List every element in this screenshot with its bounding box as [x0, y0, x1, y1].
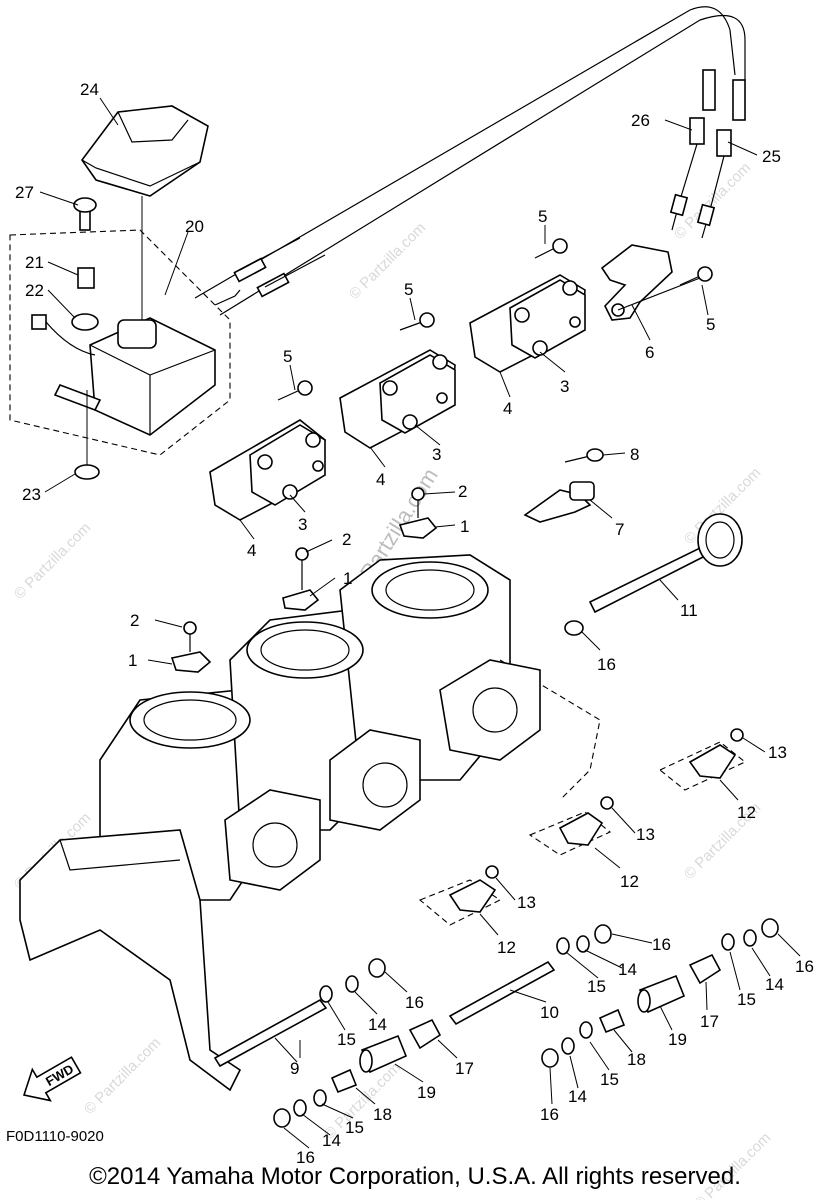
callout-5a: 5 — [538, 207, 547, 226]
callout-10: 10 — [540, 1003, 559, 1022]
callout-14c: 14 — [368, 1015, 387, 1034]
callout-3a: 3 — [560, 377, 569, 396]
callout-2b: 2 — [342, 530, 351, 549]
callout-16f: 16 — [296, 1148, 315, 1167]
callout-16b: 16 — [652, 935, 671, 954]
callout-23: 23 — [22, 485, 41, 504]
callout-4b: 4 — [376, 470, 385, 489]
callout-20: 20 — [185, 217, 204, 236]
watermark: © Partzilla.com — [346, 219, 429, 302]
watermark: © Partzilla.com — [81, 1034, 164, 1117]
callout-16a: 16 — [597, 655, 616, 674]
callout-22: 22 — [25, 281, 44, 300]
callout-19b: 19 — [417, 1083, 436, 1102]
callout-16e: 16 — [540, 1105, 559, 1124]
callout-17a: 17 — [700, 1012, 719, 1031]
throttle-cables — [194, 6, 746, 316]
callout-16d: 16 — [405, 993, 424, 1012]
callout-14d: 14 — [568, 1087, 587, 1106]
callout-5c: 5 — [283, 347, 292, 366]
callout-18b: 18 — [373, 1105, 392, 1124]
diagram-code: F0D1110-9020 — [6, 1128, 104, 1145]
callout-15a: 15 — [587, 977, 606, 996]
relay-assembly — [9, 197, 231, 480]
callout-4a: 4 — [503, 399, 512, 418]
callout-14a: 14 — [618, 960, 637, 979]
screws — [277, 238, 713, 463]
callout-3c: 3 — [298, 515, 307, 534]
small-parts — [273, 918, 779, 1128]
callout-13b: 13 — [636, 825, 655, 844]
callout-13a: 13 — [768, 743, 787, 762]
callout-3b: 3 — [432, 445, 441, 464]
lower-shafts — [213, 960, 556, 1068]
callout-14b: 14 — [765, 975, 784, 994]
callout-9: 9 — [290, 1059, 299, 1078]
callout-14e: 14 — [322, 1131, 341, 1150]
callout-12a: 12 — [737, 803, 756, 822]
clamps — [170, 487, 438, 673]
callout-13c: 13 — [517, 893, 536, 912]
callout-15c: 15 — [337, 1030, 356, 1049]
copyright-notice: ©2014 Yamaha Motor Corporation, U.S.A. A… — [89, 1163, 741, 1190]
callout-19a: 19 — [668, 1030, 687, 1049]
callout-1b: 1 — [343, 569, 352, 588]
callout-8: 8 — [630, 445, 639, 464]
fwd-arrow-icon: FWD — [22, 1056, 82, 1102]
callout-1c: 1 — [128, 651, 137, 670]
watermark: © Partzilla.com — [11, 519, 94, 602]
callout-2c: 2 — [130, 611, 139, 630]
callout-6: 6 — [645, 343, 654, 362]
callout-12c: 12 — [497, 938, 516, 957]
callout-25: 25 — [762, 147, 781, 166]
callout-12b: 12 — [620, 872, 639, 891]
callout-15d: 15 — [600, 1070, 619, 1089]
throttle-shaft-11 — [564, 513, 743, 636]
callout-21: 21 — [25, 253, 44, 272]
callout-15e: 15 — [345, 1118, 364, 1137]
engine-block — [19, 554, 601, 1092]
callout-11: 11 — [680, 601, 698, 620]
callout-18a: 18 — [627, 1050, 646, 1069]
callout-16c: 16 — [795, 957, 814, 976]
cable-bracket — [600, 244, 701, 321]
choke-lever — [523, 481, 595, 523]
callout-15b: 15 — [737, 990, 756, 1009]
throttle-levers — [418, 728, 747, 926]
callout-26: 26 — [631, 111, 650, 130]
callout-4c: 4 — [247, 541, 256, 560]
callout-17b: 17 — [455, 1059, 474, 1078]
relay-cover — [81, 105, 209, 330]
leader-lines — [39, 97, 801, 1149]
callout-7: 7 — [615, 520, 624, 539]
callout-27: 27 — [15, 183, 34, 202]
callout-5d: 5 — [706, 315, 715, 334]
callout-24: 24 — [80, 80, 99, 99]
callout-5b: 5 — [404, 280, 413, 299]
callout-2a: 2 — [458, 482, 467, 501]
callout-1a: 1 — [460, 517, 469, 536]
callouts: 24 27 20 21 22 23 26 25 5 5 5 5 6 3 4 3 … — [15, 80, 814, 1167]
intake-covers — [209, 274, 586, 521]
